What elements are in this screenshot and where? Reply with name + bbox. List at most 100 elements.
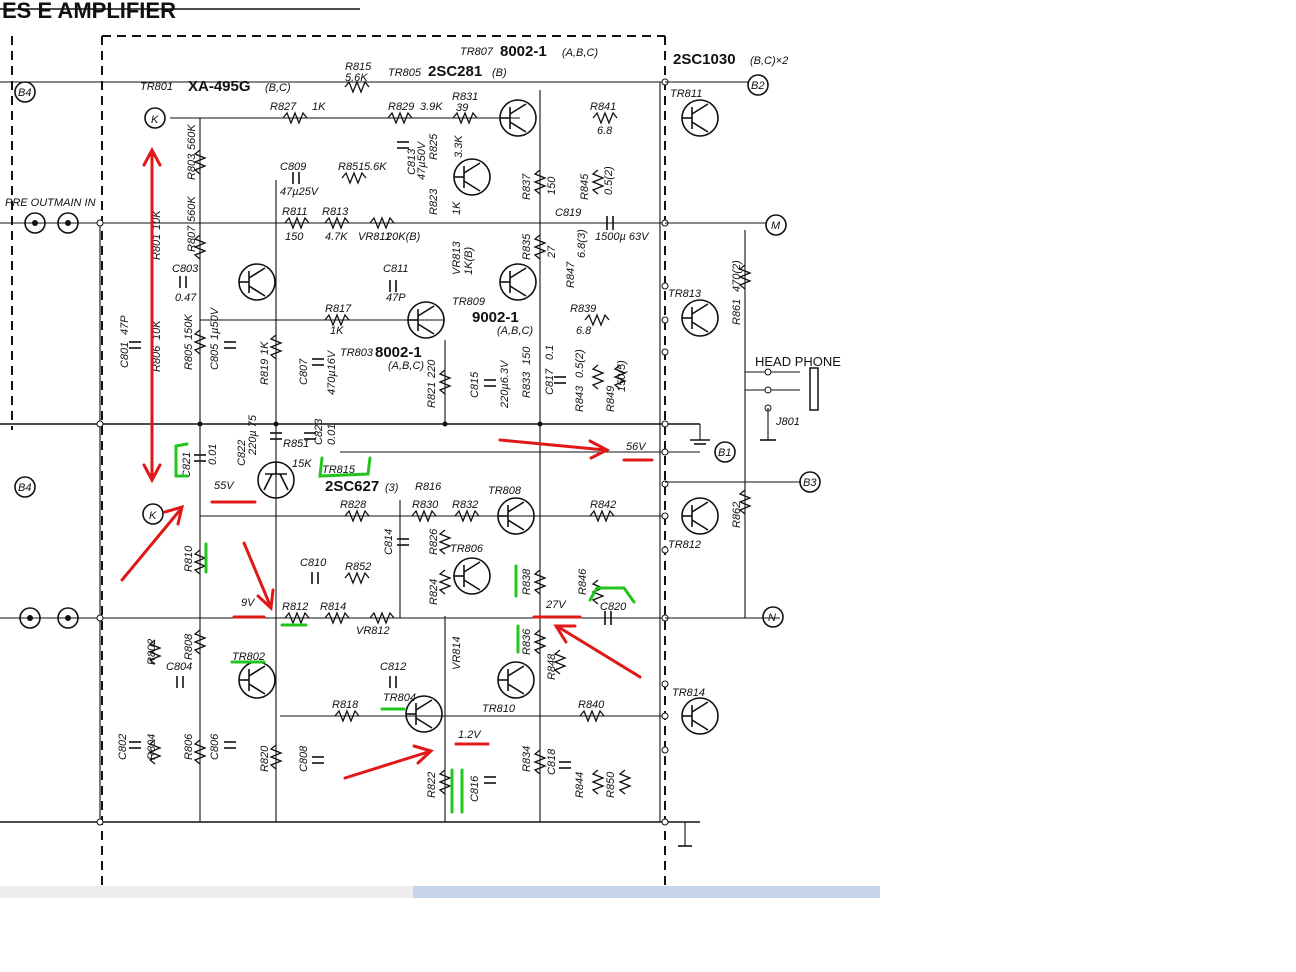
connector-b2: B2 [751, 80, 764, 92]
tr815-grade: (3) [385, 482, 399, 494]
c811-value: 47P [386, 292, 406, 304]
r849-value: 150(5) [616, 360, 628, 392]
c815-value: 220µ6.3V [499, 359, 511, 409]
r829-label: R829 [388, 101, 414, 113]
r834-label: R834 [521, 746, 533, 772]
horizontal-scrollbar[interactable] [0, 886, 880, 898]
connector-b4-top: B4 [18, 87, 31, 99]
r851b-value: 15K [292, 458, 312, 470]
mainin-label: MAIN IN [54, 197, 96, 209]
r847-label: R847 [565, 261, 577, 288]
r839-label: R839 [570, 303, 596, 315]
tr804-symbol [405, 695, 443, 733]
middle-component-labels: C821 0.01 C822 220µ 75 R851 15K C823 0.0… [181, 414, 338, 478]
r806-label: R806 [151, 345, 163, 372]
tr813-symbol [681, 299, 719, 337]
c805-value: 1µ50V [209, 306, 221, 340]
c821-value: 0.01 [207, 444, 219, 465]
tr807-grade: (A,B,C) [562, 47, 598, 59]
c801-value: 47P [119, 315, 131, 335]
r835-value: 27 [546, 245, 558, 259]
c804-label: C804 [166, 661, 192, 673]
j801-label: J801 [775, 416, 800, 428]
tr803-grade: (A,B,C) [388, 360, 424, 372]
transistor-symbols [238, 99, 719, 735]
tr811-ref: TR811 [670, 88, 702, 100]
r813-label: R813 [322, 206, 349, 218]
r811-value: 150 [285, 231, 304, 243]
tr809-grade: (A,B,C) [497, 325, 533, 337]
voltage-27v: 27V [545, 599, 567, 611]
r846-label: R846 [577, 568, 589, 595]
r812-label: R812 [282, 601, 308, 613]
r851-label: R851 [338, 161, 364, 173]
r823-label: R823 [428, 188, 440, 215]
voltage-56v: 56V [626, 441, 647, 453]
vr814-label: VR814 [451, 636, 463, 670]
connector-b4-bottom: B4 [18, 482, 31, 494]
c819-value: 1500µ 63V [595, 231, 650, 243]
junction-dots [96, 78, 669, 826]
r851-value: 5.6K [364, 161, 387, 173]
tr805-ref: TR805 [388, 67, 422, 79]
c809-value: 47µ25V [280, 186, 320, 198]
tr810-ref: TR810 [482, 703, 516, 715]
connector-markers: K K B4 B4 B2 B1 B3 M N [14, 74, 821, 628]
r842-label: R842 [590, 499, 616, 511]
tr801-part: XA-495G [188, 78, 251, 95]
r849-label: R849 [605, 386, 617, 412]
tr801-symbol [238, 263, 276, 301]
r843-value: 0.5(2) [574, 349, 586, 378]
r827-label: R827 [270, 101, 297, 113]
c810-label: C810 [300, 557, 327, 569]
r821-label: R821 [426, 382, 438, 408]
c816-label: C816 [469, 775, 481, 802]
c811-label: C811 [383, 263, 408, 275]
main-wiring [0, 36, 780, 847]
connector-k-bottom: K [149, 510, 157, 522]
r805-label: R805 [183, 343, 195, 370]
scrollbar-thumb[interactable] [413, 886, 880, 898]
red-markup [120, 146, 654, 780]
r843-label: R843 [574, 385, 586, 412]
r822-label: R822 [426, 772, 438, 798]
connector-m: M [771, 220, 781, 232]
tr815-part: 2SC627 [325, 478, 379, 495]
voltage-9v: 9V [241, 597, 256, 609]
c813-label: C813 [406, 148, 418, 175]
c806-label: C806 [209, 733, 221, 760]
tr803-ref: TR803 [340, 347, 374, 359]
c823-value: 0.01 [326, 424, 338, 445]
r824-label: R824 [428, 579, 440, 605]
r828-label: R828 [340, 499, 367, 511]
vr811-label: VR811 [358, 231, 391, 243]
tr812-ref: TR812 [668, 539, 701, 551]
c821-label: C821 [181, 452, 193, 478]
tr803-symbol [407, 301, 445, 339]
r819-label: R819 [259, 359, 271, 385]
r838-label: R838 [521, 568, 533, 595]
voltage-annotations: 56V 55V 9V 27V 1.2V [214, 441, 647, 741]
c822-value: 220µ 75 [247, 414, 259, 456]
output-part: 2SC1030 [673, 51, 736, 68]
green-bracket-c820 [588, 586, 636, 604]
c801-label: C801 [119, 342, 131, 368]
r861-value: 470(2) [731, 260, 743, 292]
header-title: ES E AMPLIFIER [0, 0, 360, 23]
tr805-symbol [453, 158, 491, 196]
tr814-symbol [681, 697, 719, 735]
c803-value: 0.47 [175, 292, 197, 304]
r803-value: 560K [186, 124, 198, 150]
r818-label: R818 [332, 699, 359, 711]
c820-label: C820 [600, 601, 627, 613]
r831-label: R831 [452, 91, 478, 103]
upper-component-labels: R815 5.6K R827 1K R829 3.9K R831 39 R841… [119, 61, 743, 412]
r801-label: R801 [151, 234, 163, 260]
tr815-ref: TR815 [322, 464, 356, 476]
r831-value: 39 [456, 102, 468, 114]
connector-n: N [768, 612, 776, 624]
r806-value: 10K [151, 320, 163, 340]
tr807-ref: TR807 [460, 46, 494, 58]
red-arrow-27v [558, 626, 642, 679]
